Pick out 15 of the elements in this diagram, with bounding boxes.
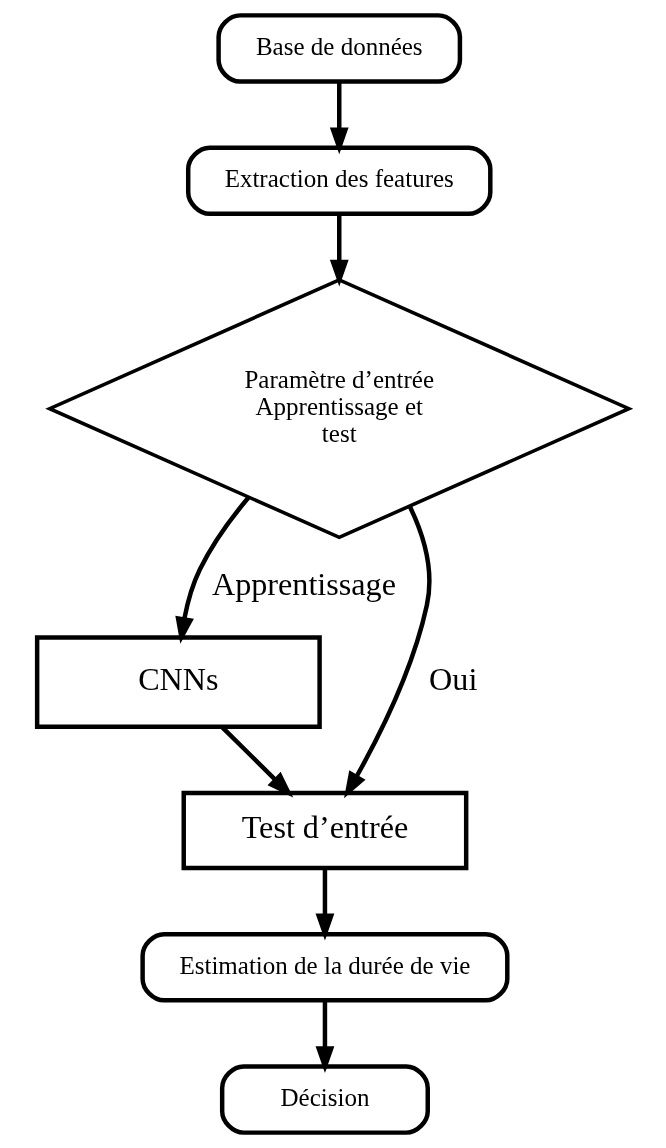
arrow xyxy=(315,1000,335,1074)
node-box: CNNs xyxy=(34,635,322,730)
arrow xyxy=(329,214,349,287)
node-box: Décision xyxy=(219,1064,430,1135)
edge-label: Apprentissage xyxy=(211,566,396,603)
node-box: Extraction des features xyxy=(185,145,493,217)
edge-label: Oui xyxy=(429,661,478,698)
arrow xyxy=(315,868,335,941)
node-diamond: Paramètre d’entrée Apprentissage et test xyxy=(45,278,634,540)
node-box: Base de données xyxy=(216,13,463,84)
arrow xyxy=(344,505,432,799)
node-box: Test d’entrée xyxy=(181,790,469,871)
arrow xyxy=(329,82,349,155)
arrow xyxy=(175,496,251,644)
node-box: Estimation de la durée de vie xyxy=(140,931,510,1003)
